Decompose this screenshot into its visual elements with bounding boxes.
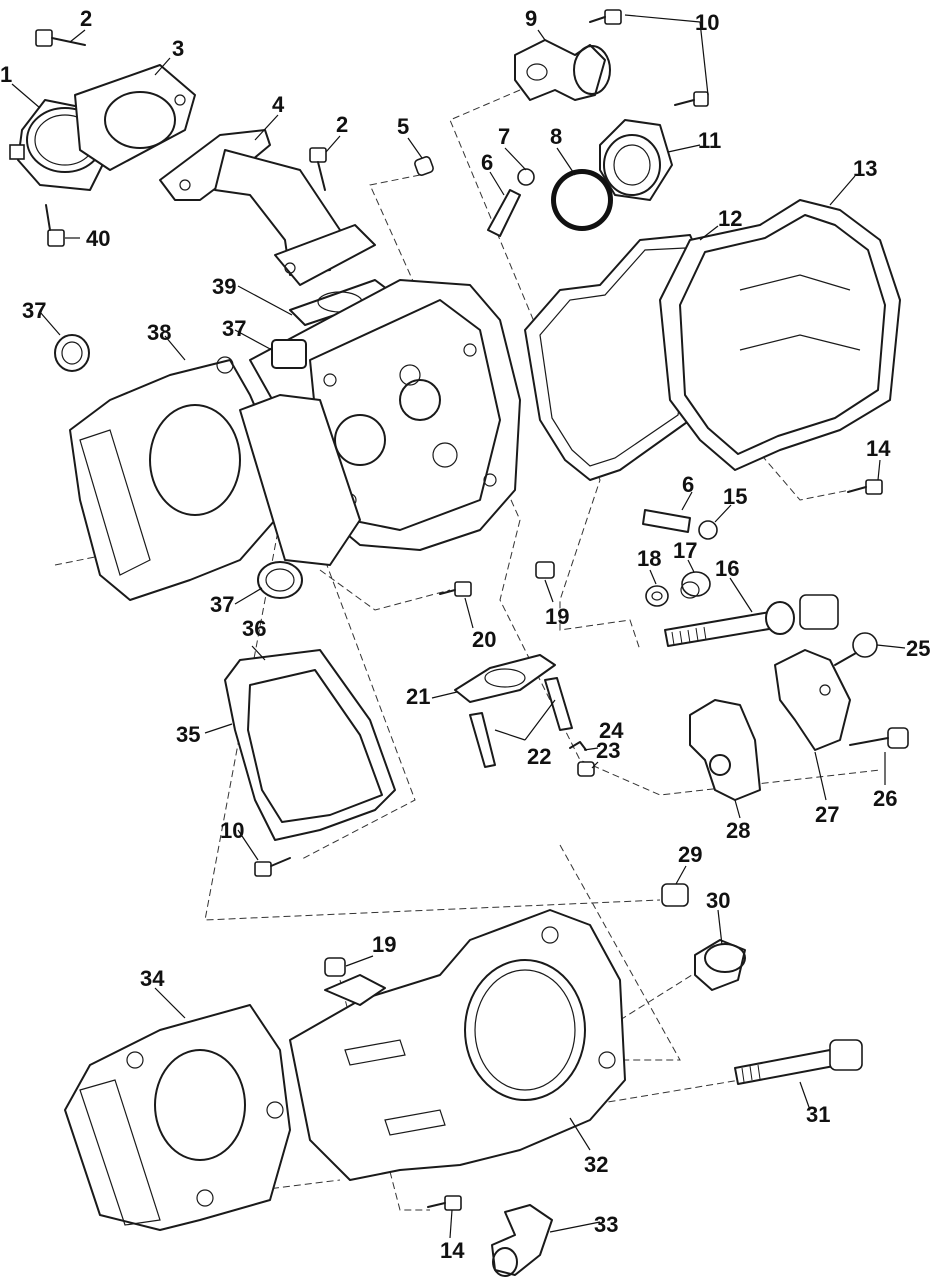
exhaust-gasket-part-21 (454, 654, 556, 703)
stud-part-22-b (544, 677, 573, 731)
callout-24: 24 (599, 718, 624, 743)
callout-16: 16 (715, 556, 739, 581)
stud-part-22-a (469, 712, 496, 768)
leader-lines (11, 14, 906, 1239)
dowel-part-29 (661, 883, 689, 907)
nut-part-15 (698, 520, 718, 540)
head-gasket-part-38 (69, 356, 276, 601)
bolt-part-10-mid (674, 91, 709, 107)
callout-6-right: 6 (682, 472, 694, 497)
gasket-plate-behind-head (239, 394, 361, 566)
seal-part-37-mid (271, 339, 307, 369)
callout-26: 26 (873, 786, 897, 811)
callout-23: 23 (596, 738, 620, 763)
thermostat-cover (599, 119, 673, 201)
callout-4: 4 (272, 92, 285, 117)
callout-37-mid: 37 (222, 316, 246, 341)
callout-30: 30 (706, 888, 730, 913)
cylinder-block (289, 909, 626, 1181)
bolt-part-14-low (427, 1195, 462, 1211)
callout-35: 35 (176, 722, 200, 747)
callout-labels: 1 2 3 2 4 5 6 7 8 9 10 10 11 12 13 14 15… (0, 6, 930, 1263)
bolt-part-20 (439, 581, 472, 597)
bolt-part-26 (849, 727, 909, 749)
callout-37-bottom: 37 (210, 592, 234, 617)
callout-36: 36 (242, 616, 266, 641)
side-cover-gasket (224, 649, 396, 841)
callout-20: 20 (472, 627, 496, 652)
callout-31: 31 (806, 1102, 830, 1127)
callout-2-left: 2 (80, 6, 92, 31)
pin-part-6-top (487, 189, 521, 237)
seal-part-37-top (54, 334, 90, 372)
callout-11: 11 (698, 128, 721, 153)
rocker-support-part-28 (689, 699, 761, 801)
callout-19-top: 19 (545, 604, 569, 629)
pin-part-6-right (642, 509, 691, 533)
bolt-part-2-right (309, 147, 327, 191)
callout-25: 25 (906, 636, 930, 661)
callout-10-top: 10 (695, 10, 719, 35)
washer-part-18 (645, 585, 669, 607)
dowel-part-5 (414, 156, 434, 176)
callout-7: 7 (498, 124, 510, 149)
callout-14-top: 14 (866, 436, 891, 461)
dowel-part-19-top (535, 561, 555, 579)
bolt-part-14-top (847, 479, 883, 495)
callout-5: 5 (397, 114, 409, 139)
cap-part-17 (680, 571, 711, 599)
callout-13: 13 (853, 156, 877, 181)
intake-manifold-pipe (159, 129, 376, 286)
callout-10-low: 10 (220, 818, 244, 843)
callout-2-right: 2 (336, 112, 348, 137)
callout-12: 12 (718, 206, 742, 231)
rocker-support-part-27 (774, 649, 851, 751)
bolt-part-25 (834, 632, 878, 666)
bolt-part-2-left (35, 29, 86, 47)
water-outlet-part-19-low (324, 957, 386, 1006)
intake-adapter-flange (74, 64, 196, 171)
callout-32: 32 (584, 1152, 608, 1177)
callout-15: 15 (723, 484, 747, 509)
callout-39: 39 (212, 274, 236, 299)
thermostat-housing (514, 39, 611, 101)
o-ring-part-8 (551, 169, 613, 231)
callout-37-top: 37 (22, 298, 46, 323)
head-bolt-part-16 (664, 594, 839, 647)
callout-19-low: 19 (372, 932, 396, 957)
dowel-part-7 (517, 168, 535, 186)
callout-34: 34 (140, 966, 165, 991)
nut-part-23 (577, 761, 595, 777)
bolt-part-10-low (254, 857, 291, 877)
callout-21: 21 (406, 684, 430, 709)
seal-part-37-bottom (257, 561, 303, 599)
callout-6-top: 6 (481, 150, 493, 175)
callout-40: 40 (86, 226, 110, 251)
callout-29: 29 (678, 842, 702, 867)
callout-1: 1 (0, 62, 12, 87)
callout-38: 38 (147, 320, 171, 345)
bolt-part-10-top (589, 9, 622, 25)
valve-cover (659, 199, 901, 471)
callout-8: 8 (550, 124, 562, 149)
washer-part-24 (569, 741, 587, 751)
base-gasket-part-34 (64, 1004, 291, 1231)
cylinder-bolt-part-31 (734, 1039, 863, 1085)
callout-22: 22 (527, 744, 551, 769)
callout-17: 17 (673, 538, 697, 563)
callout-9: 9 (525, 6, 537, 31)
callout-18: 18 (637, 546, 661, 571)
callout-14-low: 14 (440, 1238, 465, 1263)
elbow-part-33 (491, 1204, 553, 1277)
callout-33: 33 (594, 1212, 618, 1237)
fitting-part-30 (694, 939, 746, 991)
callout-27: 27 (815, 802, 839, 827)
callout-3: 3 (172, 36, 184, 61)
bolt-part-40 (45, 204, 65, 247)
callout-28: 28 (726, 818, 750, 843)
